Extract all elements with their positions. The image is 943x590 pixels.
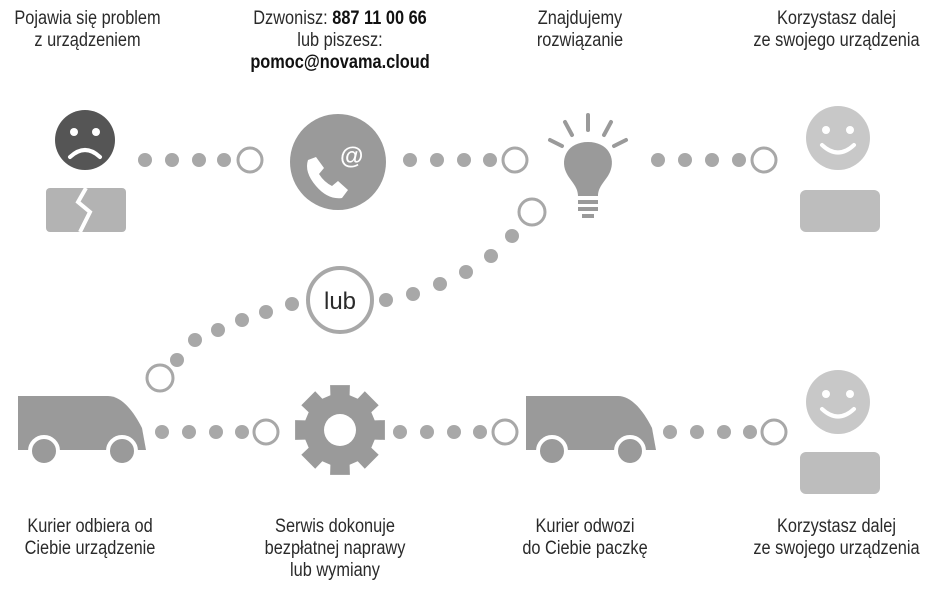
- connector-ring-2: [501, 146, 529, 174]
- connector-dots-diag-lower: [170, 297, 299, 367]
- smiley-face-icon-bottom: [806, 370, 870, 434]
- connector-lub-label: lub: [324, 288, 356, 315]
- connector-dots-5: [393, 425, 487, 439]
- connector-lub-badge: lub: [306, 266, 374, 334]
- connector-ring-6: [760, 418, 788, 446]
- contact-email[interactable]: pomoc@novama.cloud: [250, 52, 430, 73]
- delivery-van-icon-return: [526, 396, 656, 467]
- gear-icon: [295, 385, 385, 475]
- connector-dots-4: [155, 425, 249, 439]
- connector-ring-3: [750, 146, 778, 174]
- connector-ring-diag-top: [517, 197, 547, 227]
- gear-hole: [324, 414, 356, 446]
- connector-dots-6: [663, 425, 757, 439]
- sad-face-icon: [55, 110, 115, 170]
- phone-email-icon: @: [290, 114, 386, 210]
- contact-phone[interactable]: 887 11 00 66: [332, 8, 427, 29]
- step-pickup-label: Kurier odbiera od Ciebie urządzenie: [24, 516, 156, 559]
- connector-dots-diag-upper: [379, 229, 519, 307]
- step-solution-label: Znajdujemy rozwiązanie: [536, 8, 624, 51]
- connector-ring-1: [236, 146, 264, 174]
- step-problem-label: Pojawia się problem z urządzeniem: [14, 8, 161, 51]
- connector-dots-1: [138, 153, 231, 167]
- step-contact-label: Dzwonisz: 887 11 00 66 lub piszesz: pomo…: [224, 8, 456, 74]
- device-icon-bottom: [800, 452, 880, 494]
- connector-ring-5: [491, 418, 519, 446]
- step-continue-top-label: Korzystasz dalej ze swojego urządzenia: [753, 8, 920, 51]
- connector-ring-4: [252, 418, 280, 446]
- connector-ring-diag-bottom: [145, 363, 175, 393]
- connector-dots-2: [403, 153, 497, 167]
- step-continue-bottom-label: Korzystasz dalej ze swojego urządzenia: [753, 516, 920, 559]
- svg-text:@: @: [340, 143, 363, 170]
- step-return-label: Kurier odwozi do Ciebie paczkę: [522, 516, 648, 559]
- connector-dots-3: [651, 153, 746, 167]
- lightbulb-icon: [548, 113, 628, 218]
- device-icon-top: [800, 190, 880, 232]
- smiley-face-icon-top: [806, 106, 870, 170]
- broken-device-icon: [46, 187, 126, 233]
- delivery-van-icon-pickup: [18, 396, 146, 467]
- step-repair-label: Serwis dokonuje bezpłatnej naprawy lub w…: [264, 516, 406, 581]
